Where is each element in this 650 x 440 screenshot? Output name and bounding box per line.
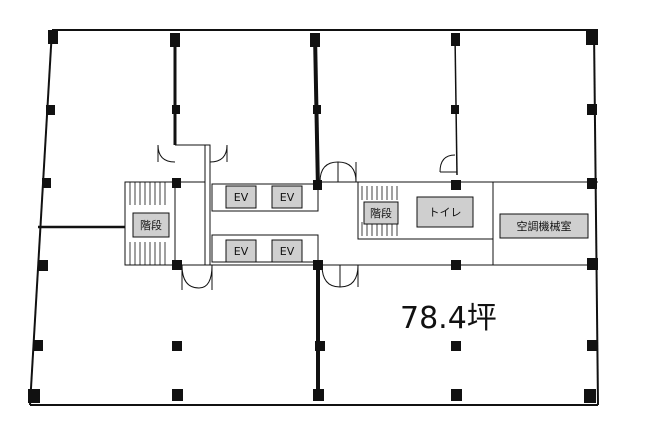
ev-label-2: EV	[280, 191, 295, 204]
ev-label-1: EV	[234, 191, 249, 204]
ev-label-3: EV	[234, 245, 249, 258]
door-swings	[157, 144, 457, 290]
columns	[28, 29, 598, 403]
machine-room-box: 空調機械室	[499, 213, 589, 239]
ev-label-4: EV	[280, 245, 295, 258]
stairs-right-label: 階段	[370, 206, 392, 220]
ev-box-1: EV	[225, 185, 257, 209]
machine-room-label: 空調機械室	[517, 219, 572, 233]
stair-treads-left	[129, 182, 166, 265]
stairs-left-box: 階段	[132, 212, 170, 238]
ev-box-3: EV	[225, 239, 257, 263]
floor-area-text: 78.4坪	[400, 301, 497, 336]
toilet-label: トイレ	[429, 206, 462, 219]
stairs-right-box: 階段	[363, 201, 399, 225]
ev-box-2: EV	[271, 185, 303, 209]
core-outline	[124, 144, 598, 266]
toilet-box: トイレ	[416, 196, 474, 228]
ev-box-4: EV	[271, 239, 303, 263]
stairs-left-label: 階段	[140, 218, 162, 232]
